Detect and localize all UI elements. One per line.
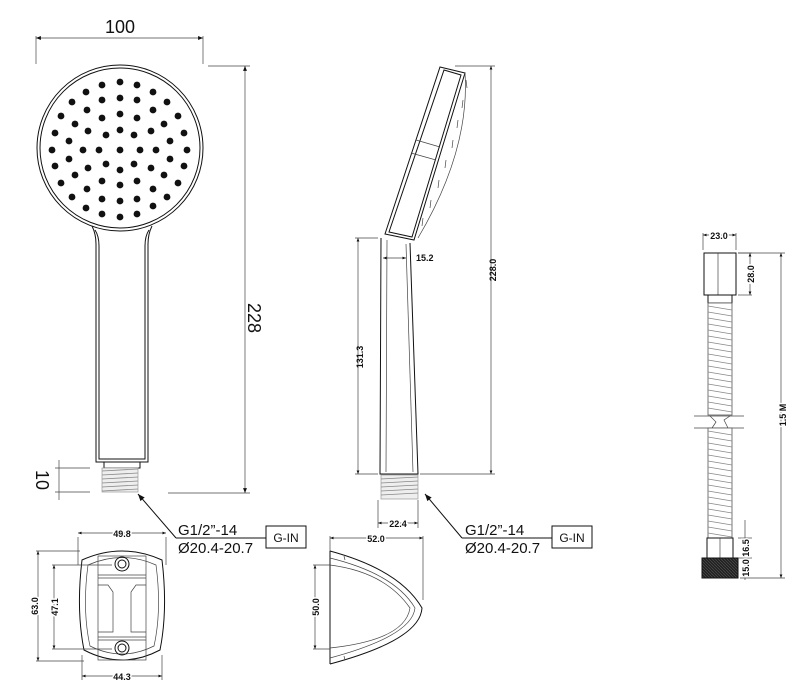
thread-length-dimension: 10 xyxy=(32,470,52,490)
neck-width-dimension: 15.2 xyxy=(416,253,434,263)
base-width-dimension: 22.4 xyxy=(389,519,407,529)
bracket-side-view: 52.0 50.0 xyxy=(310,533,424,665)
hose-ferrule-length: 16.5 xyxy=(741,539,751,557)
handle-length-dimension: 131.3 xyxy=(355,346,365,369)
side-view: 228.0 131.3 15.2 22.4 G1/2”-14 Ø20.4-20.… xyxy=(355,65,593,557)
bracket-side-height: 50.0 xyxy=(311,598,321,616)
height-dimension: 228 xyxy=(244,303,264,333)
bracket-top-width: 49.8 xyxy=(113,529,131,539)
bracket-depth: 52.0 xyxy=(367,534,385,544)
thread-diameter: Ø20.4-20.7 xyxy=(178,540,253,557)
thread-spec: G1/2”-14 xyxy=(178,522,237,539)
side-thread-spec: G1/2”-14 xyxy=(465,522,524,539)
side-thread-diameter: Ø20.4-20.7 xyxy=(465,540,540,557)
bracket-inner-height: 47.1 xyxy=(50,598,60,616)
hose-nut-bottom-length: 15.0 xyxy=(741,559,751,577)
side-thread-tag: G-IN xyxy=(559,531,584,545)
hose-view: 23.0 28.0 16.5 15.0 1.5 M xyxy=(694,230,790,580)
thread-tag: G-IN xyxy=(273,531,298,545)
spray-nozzles xyxy=(48,78,191,221)
bracket-outer-height: 63.0 xyxy=(30,597,40,615)
thread-fitting xyxy=(101,467,139,493)
hose-nut-width: 23.0 xyxy=(710,231,728,241)
bracket-bottom-width: 44.3 xyxy=(113,672,131,682)
front-view: 100 xyxy=(32,17,307,557)
side-height-dimension: 228.0 xyxy=(488,259,498,282)
hose-length: 1.5 M xyxy=(778,404,788,427)
hose-nut-height: 28.0 xyxy=(746,265,756,283)
bracket-front-view: 49.8 63.0 47.1 44.3 xyxy=(29,528,167,684)
width-dimension: 100 xyxy=(105,17,135,37)
